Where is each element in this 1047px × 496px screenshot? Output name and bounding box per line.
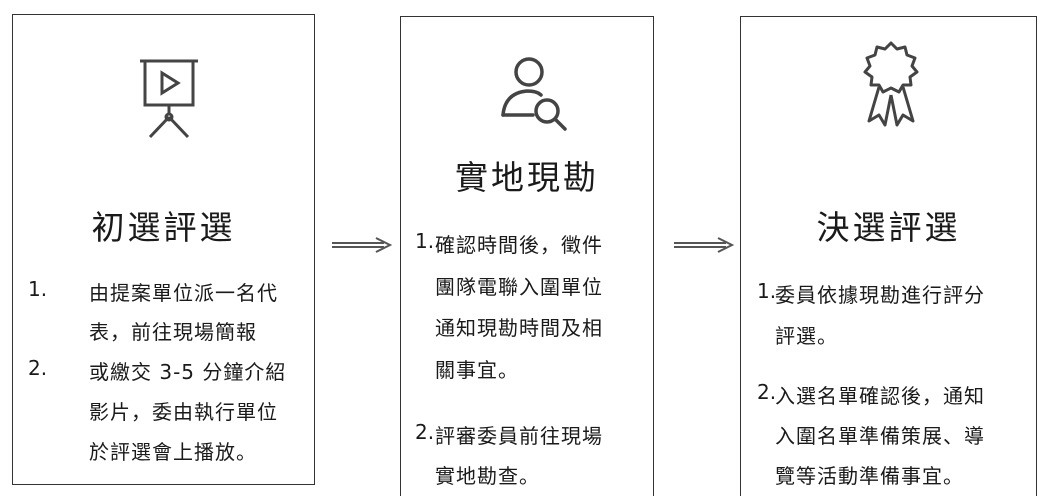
item-text-line: 評選。	[775, 324, 838, 348]
step-card-preliminary: 初選評選 1. 由提案單位派一名代 表，前往現場簡報 2. 或繳交 3-5 分鐘…	[12, 14, 315, 485]
item-text-line: 入選名單確認後，通知	[775, 384, 985, 408]
step-title: 決選評選	[816, 208, 961, 247]
presentation-video-icon	[140, 59, 198, 139]
item-number: 1.	[415, 229, 435, 253]
item-text-line: 評審委員前往現場	[435, 424, 603, 448]
item-text-line: 團隊電聯入圍單位	[435, 275, 603, 299]
item-text-line: 實地勘查。	[435, 464, 540, 488]
step-card-final: 決選評選 1. 委員依據現勘進行評分 評選。 2. 入選名單確認後，通知 入圍名…	[740, 16, 1037, 496]
item-number: 2.	[415, 420, 435, 444]
arrow-right-icon	[332, 237, 393, 253]
item-text-line: 影片，委由執行單位	[89, 400, 278, 424]
item-text-line: 關事宜。	[435, 358, 519, 382]
award-ribbon-icon	[863, 41, 919, 127]
item-text-line: 於評選會上播放。	[89, 440, 257, 464]
arrow-right-icon	[674, 237, 735, 253]
step-title: 實地現勘	[455, 158, 599, 197]
item-text-line: 或繳交 3-5 分鐘介紹	[89, 360, 287, 384]
item-text-line: 覽等活動準備事宜。	[775, 464, 964, 488]
item-number: 2.	[28, 356, 48, 380]
item-text-line: 委員依據現勘進行評分	[775, 283, 985, 307]
item-number: 1.	[757, 279, 777, 303]
step-card-site-visit: 實地現勘 1. 確認時間後，徵件 團隊電聯入圍單位 通知現勘時間及相 關事宜。 …	[400, 16, 654, 496]
item-text-line: 確認時間後，徵件	[435, 233, 603, 257]
item-number: 1.	[28, 277, 48, 301]
item-text-line: 入圍名單準備策展、導	[775, 424, 985, 448]
person-search-icon	[501, 57, 567, 131]
item-text-line: 由提案單位派一名代	[89, 281, 278, 305]
step-title: 初選評選	[91, 208, 236, 247]
item-text-line: 表，前往現場簡報	[89, 320, 257, 344]
item-text-line: 通知現勘時間及相	[435, 316, 603, 340]
item-number: 2.	[757, 380, 777, 404]
